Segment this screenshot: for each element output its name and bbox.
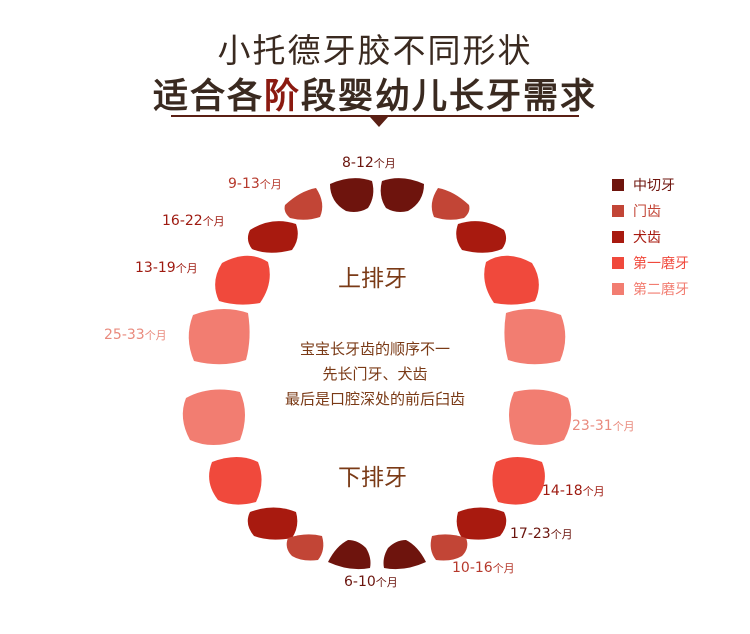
- center-line-3: 最后是口腔深处的前后臼齿: [284, 390, 465, 408]
- center-description: 宝宝长牙齿的顺序不一 先长门牙、犬齿 最后是口腔深处的前后臼齿: [225, 337, 525, 412]
- label-lower-canine: 17-23个月: [510, 526, 573, 542]
- tooth-lower-lateral-left: [286, 534, 324, 561]
- label-unit: 个月: [612, 420, 635, 433]
- tooth-lower-m2-right: [509, 389, 572, 445]
- label-lower-central: 6-10个月: [344, 574, 398, 590]
- legend-item-first-molar: 第一磨牙: [612, 250, 689, 276]
- tooth-upper-m2-left: [188, 308, 250, 365]
- label-range: 14-18: [542, 483, 583, 499]
- label-unit: 个月: [202, 215, 225, 228]
- center-line-1: 宝宝长牙齿的顺序不一: [299, 340, 450, 358]
- tooth-lower-central-left: [328, 540, 371, 570]
- subtitle-part-a: 适合各: [152, 77, 264, 117]
- label-range: 13-19: [135, 260, 176, 276]
- label-upper-lateral: 9-13个月: [228, 176, 282, 192]
- tooth-upper-m2-right: [504, 308, 566, 365]
- label-upper-m2: 25-33个月: [104, 327, 167, 343]
- label-lower-m2: 23-31个月: [572, 418, 635, 434]
- tooth-lower-lateral-right: [430, 534, 468, 561]
- tooth-lower-canine-right: [456, 507, 507, 540]
- subtitle-part-b: 段婴幼儿长牙需求: [301, 77, 598, 117]
- tooth-upper-canine-left: [247, 221, 298, 253]
- label-upper-canine: 16-22个月: [162, 213, 225, 229]
- label-range: 25-33: [104, 327, 145, 343]
- label-unit: 个月: [373, 157, 396, 170]
- legend-label: 门齿: [633, 204, 661, 220]
- tooth-upper-lateral-right: [431, 188, 470, 220]
- title-divider: [171, 115, 579, 117]
- label-range: 10-16: [452, 560, 493, 576]
- label-range: 8-12: [342, 155, 374, 171]
- title-divider-pointer: [370, 117, 388, 127]
- label-unit: 个月: [375, 576, 398, 589]
- legend-label: 第二磨牙: [633, 282, 689, 298]
- tooth-lower-m1-right: [492, 457, 545, 505]
- tooth-upper-m1-left: [215, 255, 270, 305]
- label-unit: 个月: [144, 329, 167, 342]
- legend-swatch: [612, 257, 624, 269]
- tooth-lower-canine-left: [247, 507, 298, 540]
- label-unit: 个月: [259, 178, 282, 191]
- label-unit: 个月: [175, 262, 198, 275]
- label-upper-central: 8-12个月: [342, 155, 396, 171]
- legend: 中切牙 门齿 犬齿 第一磨牙 第二磨牙: [612, 172, 689, 302]
- label-range: 6-10: [344, 574, 376, 590]
- label-range: 9-13: [228, 176, 260, 192]
- label-unit: 个月: [550, 528, 573, 541]
- legend-label: 第一磨牙: [633, 256, 689, 272]
- legend-swatch: [612, 179, 624, 191]
- legend-swatch: [612, 231, 624, 243]
- page-title: 小托德牙胶不同形状: [217, 31, 533, 70]
- center-line-2: 先长门牙、犬齿: [322, 365, 428, 383]
- label-range: 16-22: [162, 213, 203, 229]
- legend-item-second-molar: 第二磨牙: [612, 276, 689, 302]
- label-lower-m1: 14-18个月: [542, 483, 605, 499]
- subtitle-highlight: 阶: [263, 77, 301, 117]
- tooth-lower-m1-left: [209, 457, 262, 505]
- tooth-upper-lateral-left: [284, 188, 323, 220]
- tooth-upper-central-left: [330, 178, 374, 212]
- tooth-lower-m2-left: [182, 389, 245, 445]
- page-subtitle: 适合各阶段婴幼儿长牙需求: [0, 68, 750, 119]
- legend-swatch: [612, 205, 624, 217]
- label-upper-m1: 13-19个月: [135, 260, 198, 276]
- label-range: 23-31: [572, 418, 613, 434]
- legend-item-lateral: 门齿: [612, 198, 689, 224]
- label-unit: 个月: [582, 485, 605, 498]
- label-range: 17-23: [510, 526, 551, 542]
- label-lower-lateral: 10-16个月: [452, 560, 515, 576]
- upper-jaw-label: 上排牙: [338, 266, 407, 292]
- tooth-lower-central-right: [383, 540, 426, 570]
- label-unit: 个月: [492, 562, 515, 575]
- tooth-upper-central-right: [380, 178, 424, 212]
- legend-item-central: 中切牙: [612, 172, 689, 198]
- legend-swatch: [612, 283, 624, 295]
- lower-jaw-label: 下排牙: [338, 465, 407, 491]
- legend-label: 犬齿: [633, 230, 661, 246]
- legend-label: 中切牙: [633, 178, 675, 194]
- tooth-upper-canine-right: [456, 221, 507, 253]
- tooth-upper-m1-right: [484, 255, 539, 305]
- legend-item-canine: 犬齿: [612, 224, 689, 250]
